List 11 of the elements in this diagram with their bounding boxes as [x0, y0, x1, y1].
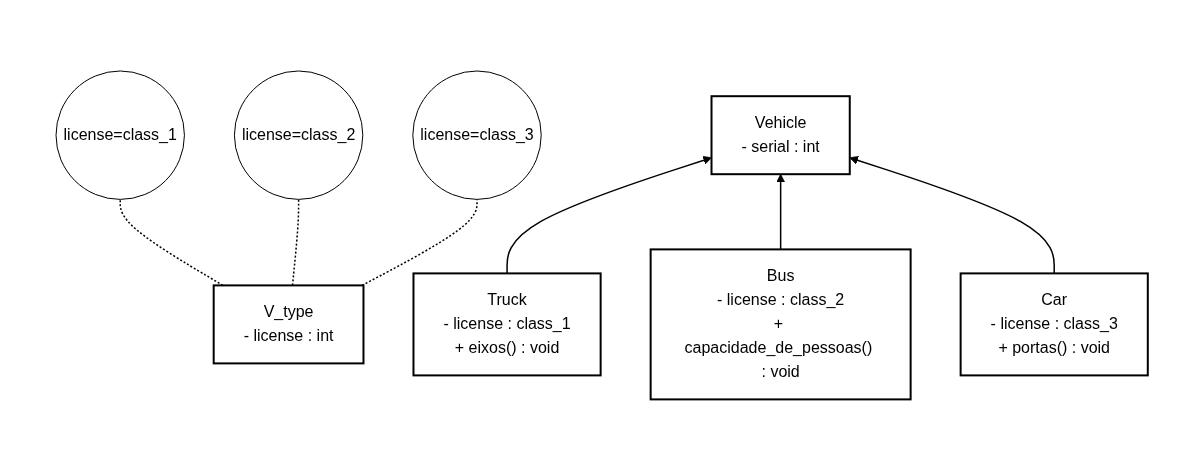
node-box: Truck - license : class_1 + eixos() : void	[412, 272, 602, 377]
node-box: Car - license : class_3 + portas() : void	[959, 272, 1149, 377]
connector	[291, 198, 299, 286]
node-circle: license=class_1	[55, 70, 185, 200]
node-box: V_type - license : int	[212, 284, 365, 365]
node-box: Vehicle - serial : int	[710, 95, 851, 175]
node-box: Bus - license : class_2 + capacidade_de_pessoas() : void	[649, 248, 912, 401]
node-circle: license=class_3	[411, 70, 542, 200]
node-circle: license=class_2	[233, 70, 363, 200]
arrow	[775, 173, 785, 250]
arrow	[505, 155, 712, 274]
